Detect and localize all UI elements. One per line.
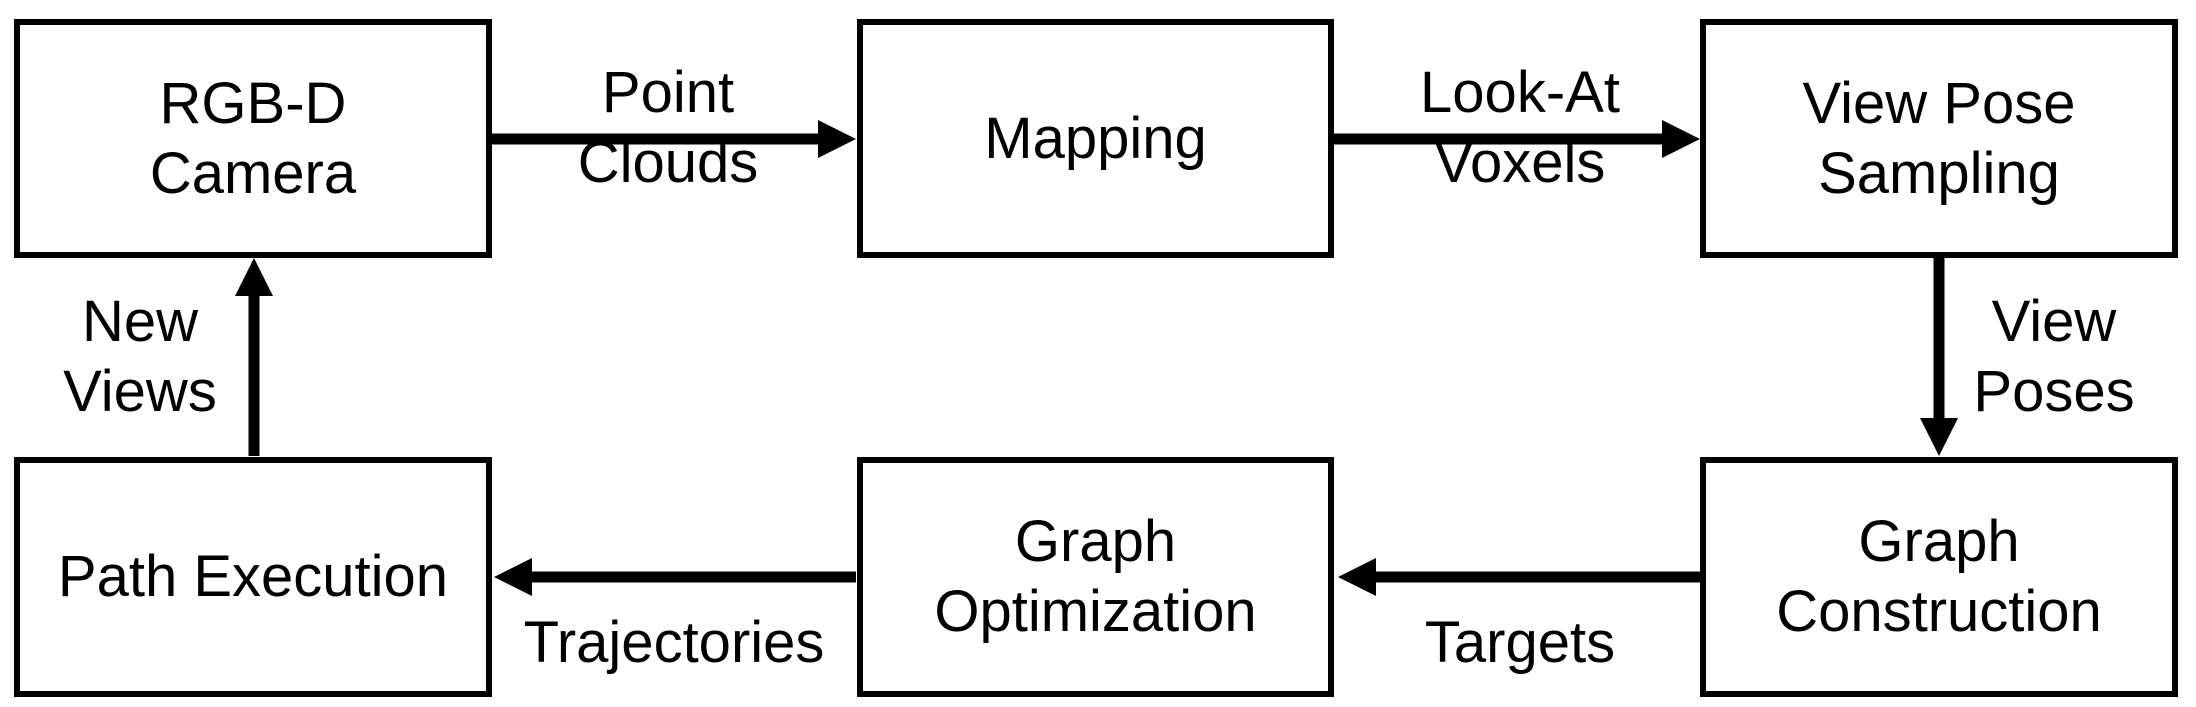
arrow-sampling-to-construction bbox=[1920, 258, 1958, 456]
edge-label-look-at-voxels: Look-At Voxels bbox=[1400, 58, 1640, 198]
edge-label-view-poses-line-2: Poses bbox=[1973, 359, 2135, 424]
edge-label-targets: Targets bbox=[1400, 608, 1640, 678]
edge-label-trajectories-line-1: Trajectories bbox=[523, 610, 825, 675]
node-view-pose-sampling-line-1: View Pose bbox=[1802, 70, 2076, 136]
edge-label-new-views-line-1: New bbox=[81, 289, 199, 354]
arrow-execution-to-camera bbox=[235, 258, 273, 456]
node-rgbd-camera-line-1: RGB-D bbox=[159, 70, 347, 136]
edge-label-point-clouds-line-2: Clouds bbox=[577, 130, 759, 195]
edge-label-view-poses-line-1: View bbox=[1991, 289, 2117, 354]
edge-label-point-clouds: Point Clouds bbox=[568, 58, 768, 198]
arrow-construction-to-optimization bbox=[1338, 558, 1700, 596]
edge-label-trajectories: Trajectories bbox=[506, 608, 842, 678]
edge-label-look-at-voxels-line-1: Look-At bbox=[1420, 60, 1620, 125]
node-path-execution-line-1: Path Execution bbox=[57, 544, 449, 609]
node-graph-construction: Graph Construction bbox=[1700, 457, 2178, 697]
node-rgbd-camera-line-2: Camera bbox=[149, 140, 357, 206]
edge-label-look-at-voxels-line-2: Voxels bbox=[1434, 130, 1606, 195]
node-view-pose-sampling: View Pose Sampling bbox=[1700, 19, 2178, 258]
arrow-mapping-to-sampling bbox=[1334, 120, 1700, 158]
node-graph-optimization-line-1: Graph bbox=[1014, 509, 1177, 574]
edge-label-new-views-line-2: Views bbox=[63, 359, 217, 424]
arrow-camera-to-mapping bbox=[492, 120, 856, 158]
edge-label-view-poses: View Poses bbox=[1954, 287, 2154, 427]
edge-label-targets-line-1: Targets bbox=[1424, 610, 1616, 675]
node-graph-optimization-line-2: Optimization bbox=[934, 579, 1257, 644]
node-view-pose-sampling-line-2: Sampling bbox=[1818, 140, 2060, 206]
node-rgbd-camera: RGB-D Camera bbox=[14, 19, 492, 258]
node-mapping: Mapping bbox=[857, 19, 1334, 258]
node-graph-construction-line-2: Construction bbox=[1776, 579, 2102, 644]
edge-label-new-views: New Views bbox=[40, 287, 240, 427]
node-graph-construction-line-1: Graph bbox=[1858, 509, 2020, 574]
arrow-optimization-to-execution bbox=[494, 558, 856, 596]
node-mapping-line-1: Mapping bbox=[984, 105, 1207, 171]
edge-label-point-clouds-line-1: Point bbox=[601, 60, 735, 125]
node-path-execution: Path Execution bbox=[14, 457, 492, 697]
node-graph-optimization: Graph Optimization bbox=[857, 457, 1334, 697]
